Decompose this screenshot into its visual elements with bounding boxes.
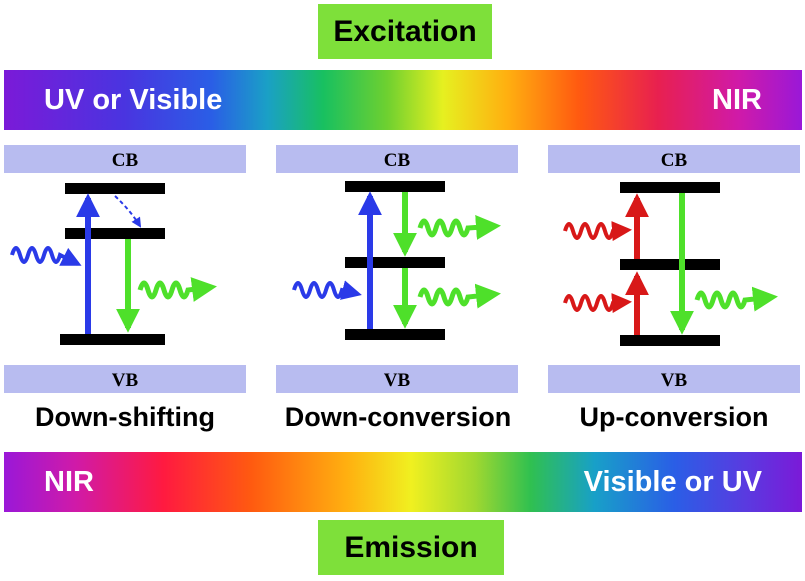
vb-band-box [276, 365, 518, 393]
energy-level-bottom [345, 329, 445, 340]
vb-label: VB [384, 370, 411, 391]
outgoing-wave-green [694, 286, 778, 312]
vb-band-box [4, 365, 246, 393]
vb-band-box [548, 365, 800, 393]
excitation-band-right: NIR [712, 83, 762, 116]
cb-band-box [276, 145, 518, 173]
cb-label: CB [661, 150, 688, 171]
outgoing-wave-green [137, 277, 217, 302]
vb-label: VB [112, 370, 139, 391]
energy-level-mid [65, 228, 165, 239]
energy-level-bottom [620, 335, 720, 346]
cb-label: CB [384, 150, 411, 171]
panel-down-shifting: CB VB [4, 145, 246, 393]
cb-label: CB [112, 150, 139, 171]
cb-band-box [548, 145, 800, 173]
incoming-wave-blue [292, 280, 362, 300]
emission-label: Emission [318, 520, 504, 575]
outgoing-wave-green-upper [417, 214, 501, 240]
energy-level-mid [620, 259, 720, 270]
energy-level-top [620, 182, 720, 193]
excitation-spectrum-band: UV or Visible NIR [4, 70, 802, 130]
energy-level-mid [345, 257, 445, 268]
vb-label: VB [661, 370, 688, 391]
caption-down-shifting: Down-shifting [35, 402, 215, 432]
emission-spectrum-band: NIR Visible or UV [4, 452, 802, 512]
outgoing-wave-green-lower [417, 283, 501, 309]
caption-down-conversion: Down-conversion [284, 402, 512, 432]
energy-level-bottom [60, 334, 165, 345]
cb-band-box [4, 145, 246, 173]
panel-down-conversion: CB VB [276, 145, 518, 393]
panel-up-conversion: CB VB [548, 145, 800, 393]
incoming-wave-red-lower [563, 293, 632, 314]
incoming-wave-blue [10, 246, 82, 266]
energy-level-top [65, 183, 165, 194]
excitation-label: Excitation [318, 4, 492, 59]
energy-level-top [345, 181, 445, 192]
incoming-wave-red-upper [563, 221, 632, 242]
caption-up-conversion: Up-conversion [579, 402, 769, 432]
emission-band-right: Visible or UV [583, 465, 762, 498]
emission-band-left: NIR [44, 465, 94, 498]
excitation-band-left: UV or Visible [44, 83, 223, 116]
relaxation-arrow [114, 195, 142, 228]
